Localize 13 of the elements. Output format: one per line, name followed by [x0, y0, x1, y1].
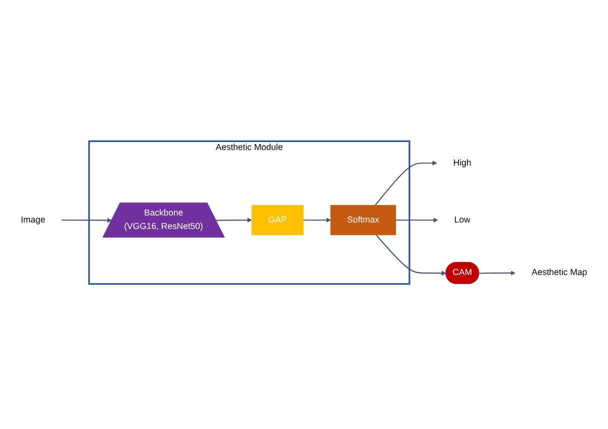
- arrow: [303, 218, 331, 223]
- node-text: Aesthetic Map: [532, 268, 588, 278]
- arrow: [396, 218, 438, 223]
- node-text: High: [453, 158, 472, 168]
- node-text: Image: [20, 215, 46, 225]
- arrow: [376, 234, 446, 276]
- arrow: [62, 218, 112, 223]
- node-text: Low: [454, 215, 470, 225]
- arrow: [216, 218, 252, 223]
- node-box: Softmax: [330, 205, 396, 236]
- arrow: [479, 270, 516, 276]
- arrow: [374, 160, 438, 206]
- node-box: GAP: [252, 205, 304, 236]
